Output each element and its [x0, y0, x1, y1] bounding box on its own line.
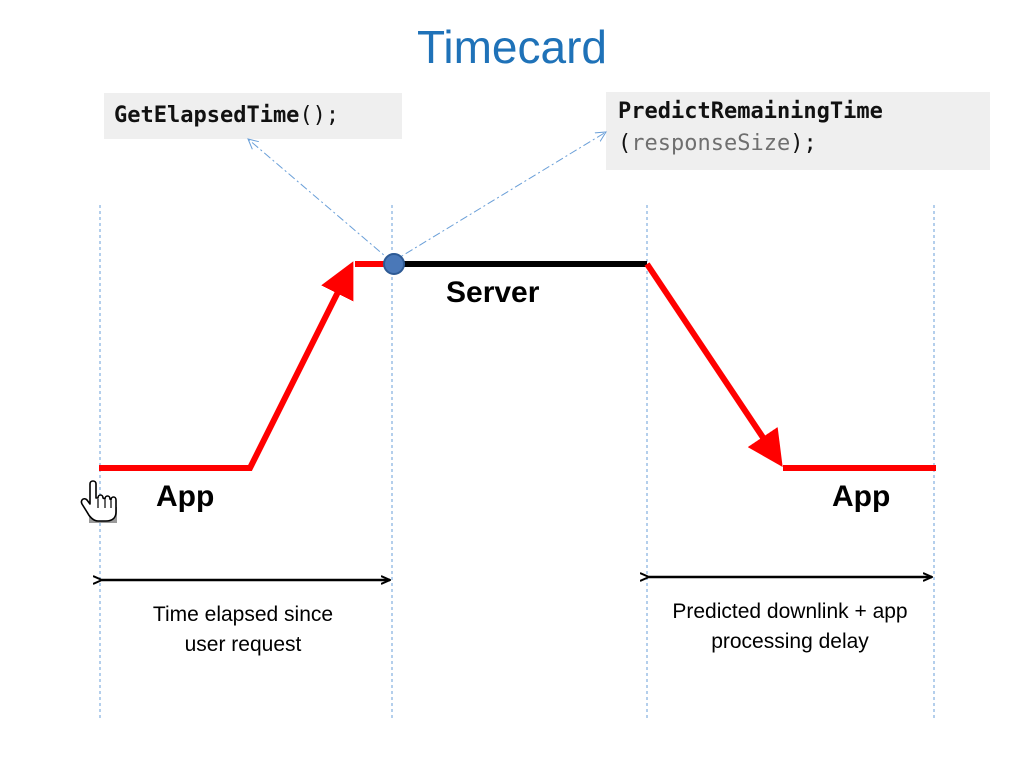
- predicted-caption-line1: Predicted downlink + app: [672, 600, 908, 623]
- response-size-param: responseSize: [631, 131, 791, 156]
- uplink-path: [99, 261, 354, 471]
- predict-open-paren: (: [618, 131, 632, 156]
- predict-close-paren: );: [790, 131, 817, 156]
- elapsed-caption-line1: Time elapsed since: [152, 603, 334, 626]
- pointer-to-get-elapsed-time: [248, 139, 393, 263]
- get-elapsed-time-code: GetElapsedTime();: [104, 93, 402, 139]
- server-label: Server: [446, 276, 540, 309]
- pointer-to-predict-remaining-time: [391, 132, 606, 263]
- get-elapsed-time-fn: GetElapsedTime: [114, 103, 300, 128]
- app-right-label: App: [832, 480, 891, 513]
- page-title: Timecard: [417, 21, 607, 73]
- predicted-caption: Predicted downlink + app processing dela…: [650, 597, 930, 657]
- elapsed-caption-line2: user request: [184, 633, 302, 656]
- downlink-path: [644, 262, 783, 467]
- predicted-caption-line2: processing delay: [711, 630, 869, 653]
- timecard-point-icon: [383, 253, 405, 275]
- app-left-label: App: [156, 480, 215, 513]
- predict-remaining-time-fn: PredictRemainingTime: [618, 99, 883, 124]
- hand-pointer-icon: [80, 480, 117, 523]
- elapsed-caption: Time elapsed since user request: [118, 600, 368, 660]
- predict-remaining-time-code: PredictRemainingTime (responseSize);: [606, 92, 990, 170]
- get-elapsed-time-suffix: ();: [299, 103, 340, 128]
